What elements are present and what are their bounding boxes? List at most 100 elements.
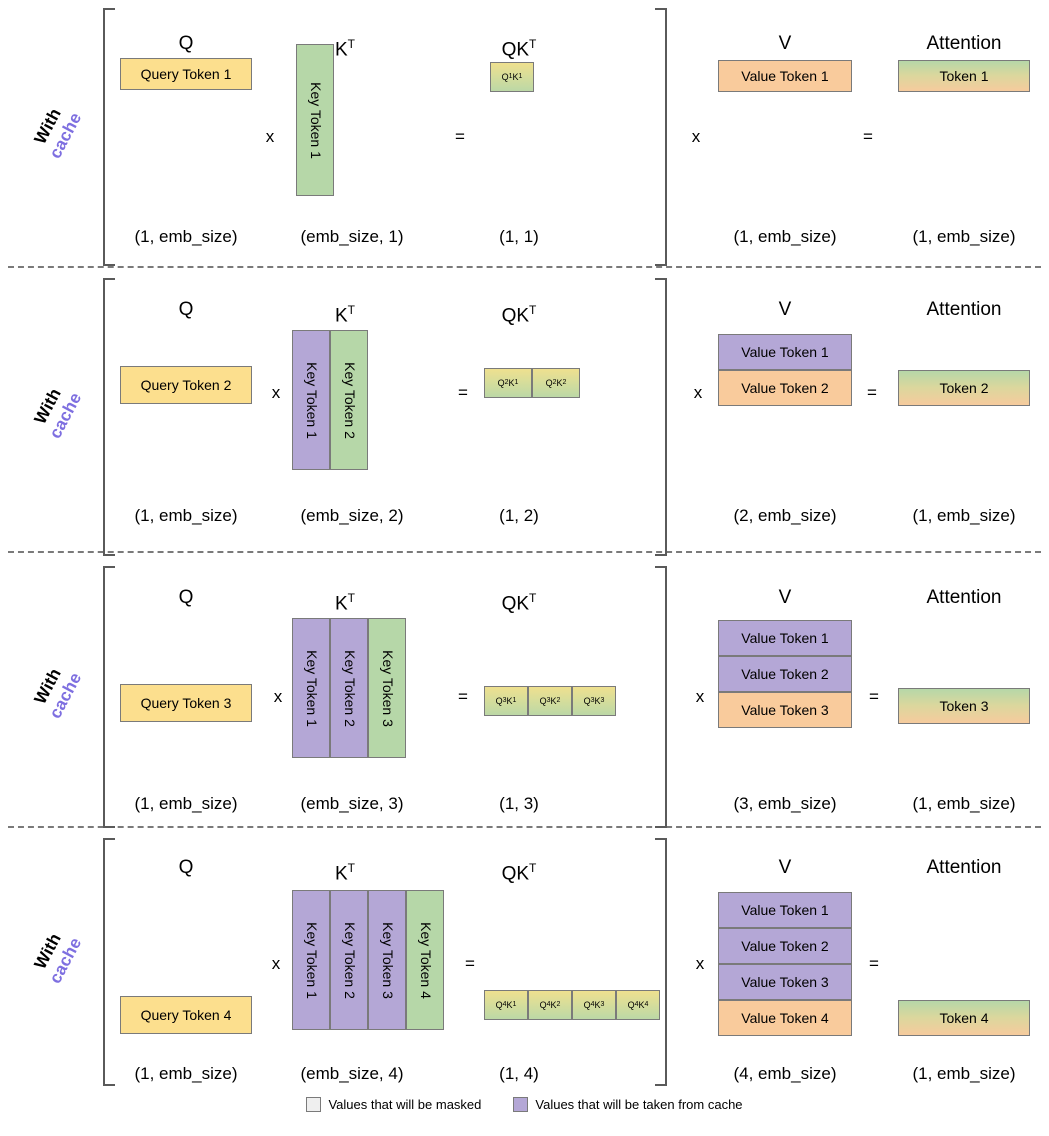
value-token-box-step-3-1: Value Token 1 <box>718 620 852 656</box>
shape-qkt-step-3: (1, 3) <box>499 794 539 813</box>
value-token-box-step-4-3: Value Token 3 <box>718 964 852 1000</box>
value-token-label: Value Token 1 <box>741 343 829 360</box>
query-box-label: Query Token 2 <box>140 376 232 393</box>
shape-q-step-2: (1, emb_size) <box>134 506 238 525</box>
key-token-label: Key Token 3 <box>379 921 396 999</box>
value-token-box-step-4-1: Value Token 1 <box>718 892 852 928</box>
header-q-step-3: Q <box>178 587 194 608</box>
legend-label-masked: Values that will be masked <box>328 1097 482 1112</box>
operator-equals-qk-step-2: = <box>458 383 468 402</box>
operator-times-qk-step-4: x <box>271 954 281 973</box>
row-bracket-right-step-4 <box>655 838 667 1086</box>
header-kt-step-1: KT <box>334 37 356 61</box>
header-v-step-1: V <box>778 33 792 54</box>
value-token-label: Value Token 3 <box>741 973 829 990</box>
value-token-box-step-3-2: Value Token 2 <box>718 656 852 692</box>
header-q-step-4: Q <box>178 857 194 878</box>
header-v-step-4: V <box>778 857 792 878</box>
header-attention-step-4: Attention <box>926 857 1002 878</box>
key-token-box-step-3-2: Key Token 2 <box>330 618 368 758</box>
key-token-box-step-4-3: Key Token 3 <box>368 890 406 1030</box>
value-token-box-step-4-2: Value Token 2 <box>718 928 852 964</box>
shape-attention-step-1: (1, emb_size) <box>912 227 1016 246</box>
operator-times-v-step-1: x <box>691 127 701 146</box>
query-box-step-4: Query Token 4 <box>120 996 252 1034</box>
value-token-label: Value Token 2 <box>741 665 829 682</box>
header-kt-step-3: KT <box>334 591 356 615</box>
value-token-label: Value Token 1 <box>741 629 829 646</box>
value-token-label: Value Token 3 <box>741 701 829 718</box>
operator-times-qk-step-2: x <box>271 383 281 402</box>
operator-equals-qk-step-4: = <box>465 954 475 973</box>
value-token-box-step-3-3: Value Token 3 <box>718 692 852 728</box>
attention-box-step-2: Token 2 <box>898 370 1030 406</box>
shape-v-step-1: (1, emb_size) <box>733 227 837 246</box>
value-token-box-step-4-4: Value Token 4 <box>718 1000 852 1036</box>
key-token-label: Key Token 2 <box>341 649 358 727</box>
masked-swatch-icon <box>306 1097 322 1112</box>
key-token-box-step-4-4: Key Token 4 <box>406 890 444 1030</box>
query-box-step-1: Query Token 1 <box>120 58 252 90</box>
operator-times-v-step-2: x <box>693 383 703 402</box>
operator-times-qk-step-1: x <box>265 127 275 146</box>
header-kt-step-2: KT <box>334 303 356 327</box>
header-attention-step-1: Attention <box>926 33 1002 54</box>
key-token-box-step-2-1: Key Token 1 <box>292 330 330 470</box>
query-box-label: Query Token 3 <box>140 694 232 711</box>
key-token-box-step-4-1: Key Token 1 <box>292 890 330 1030</box>
cache-swatch-icon <box>513 1097 529 1112</box>
row-bracket-right-step-2 <box>655 278 667 556</box>
attention-label: Token 3 <box>939 697 989 714</box>
value-token-label: Value Token 2 <box>741 937 829 954</box>
row-separator-3 <box>8 826 1041 828</box>
header-qkt-step-1: QKT <box>501 37 537 61</box>
legend-item-masked: Values that will be masked <box>306 1097 481 1112</box>
shape-attention-step-2: (1, emb_size) <box>912 506 1016 525</box>
header-v-step-2: V <box>778 299 792 320</box>
key-token-box-step-4-2: Key Token 2 <box>330 890 368 1030</box>
attention-box-step-4: Token 4 <box>898 1000 1030 1036</box>
value-token-label: Value Token 1 <box>741 901 829 918</box>
row-bracket-left-step-2 <box>103 278 115 556</box>
shape-v-step-4: (4, emb_size) <box>733 1064 837 1083</box>
shape-kt-step-4: (emb_size, 4) <box>300 1064 404 1083</box>
operator-times-qk-step-3: x <box>273 687 283 706</box>
key-token-box-step-3-1: Key Token 1 <box>292 618 330 758</box>
header-q-step-1: Q <box>178 33 194 54</box>
key-token-label: Key Token 1 <box>303 361 320 439</box>
shape-q-step-3: (1, emb_size) <box>134 794 238 813</box>
operator-equals-qk-step-3: = <box>458 687 468 706</box>
shape-q-step-1: (1, emb_size) <box>134 227 238 246</box>
key-token-label: Key Token 3 <box>379 649 396 727</box>
value-token-label: Value Token 2 <box>741 379 829 396</box>
attention-label: Token 2 <box>939 379 989 396</box>
attention-box-step-3: Token 3 <box>898 688 1030 724</box>
key-token-box-step-2-2: Key Token 2 <box>330 330 368 470</box>
operator-equals-att-step-2: = <box>867 383 877 402</box>
legend-item-cache: Values that will be taken from cache <box>513 1097 743 1112</box>
operator-equals-att-step-1: = <box>863 127 873 146</box>
shape-attention-step-3: (1, emb_size) <box>912 794 1016 813</box>
query-box-label: Query Token 1 <box>140 65 232 82</box>
header-kt-step-4: KT <box>334 861 356 885</box>
value-token-label: Value Token 1 <box>741 67 829 84</box>
legend: Values that will be masked Values that w… <box>0 1097 1049 1112</box>
operator-times-v-step-3: x <box>695 687 705 706</box>
key-token-label: Key Token 4 <box>417 921 434 999</box>
shape-kt-step-2: (emb_size, 2) <box>300 506 404 525</box>
operator-equals-att-step-3: = <box>869 687 879 706</box>
header-attention-step-2: Attention <box>926 299 1002 320</box>
key-token-label: Key Token 2 <box>341 361 358 439</box>
